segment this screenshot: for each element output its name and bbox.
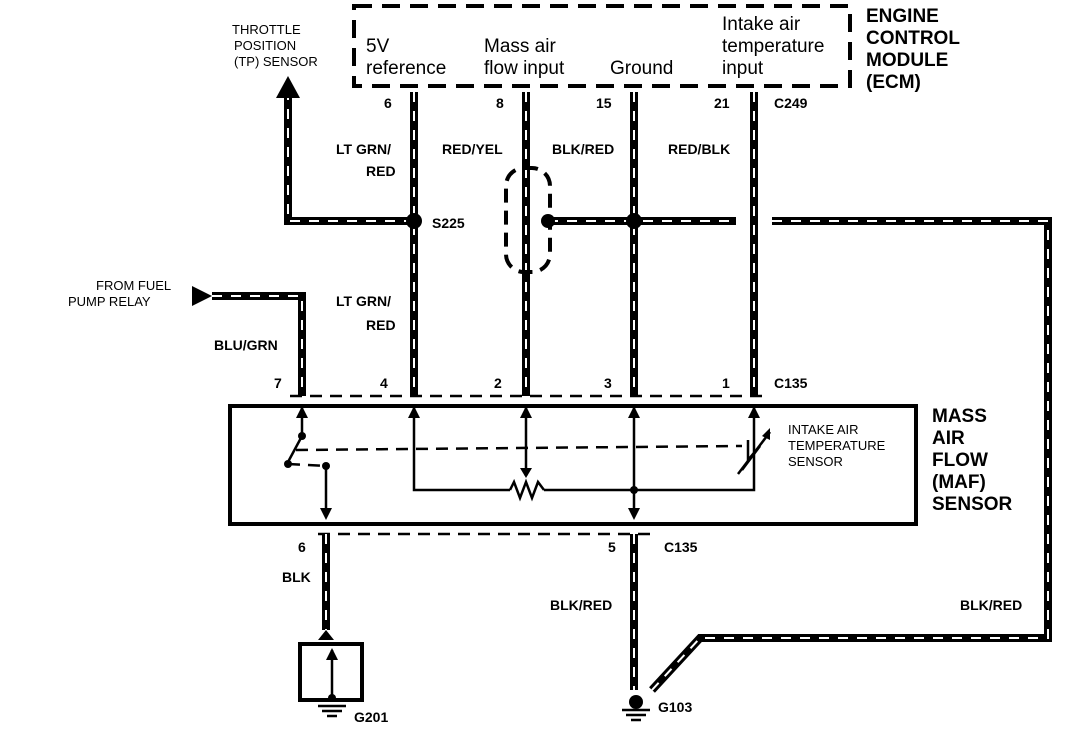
- ecm-pin-21-func-2: temperature: [722, 36, 824, 57]
- maf-top-pin-1: 1: [722, 375, 730, 391]
- tp-arrow: [276, 76, 300, 98]
- maf-internal-circuit: [284, 406, 771, 520]
- ecm-pin-6-func-2: reference: [366, 58, 446, 79]
- fuel-pump-arrow: [192, 286, 212, 306]
- g201-ground-icon: [318, 694, 346, 718]
- wire-label-lt-grn-red-2: RED: [366, 163, 396, 179]
- maf-title-1: MASS: [932, 406, 987, 427]
- ecm-box: [352, 4, 852, 88]
- ecm-pin-21: 21: [714, 95, 730, 111]
- maf-top-pin-3: 3: [604, 375, 612, 391]
- wire-tp-branch: [284, 96, 414, 225]
- ground-g103-label: G103: [658, 699, 692, 715]
- ecm-pin-15: 15: [596, 95, 612, 111]
- ecm-title-1: ENGINE: [866, 6, 939, 27]
- maf-top-connector-c135: C135: [774, 375, 808, 391]
- wire-ground-return: [649, 217, 1052, 693]
- ecm-pin-8-func: Mass air: [484, 36, 556, 57]
- wire-label-blk: BLK: [282, 569, 311, 585]
- ecm-pin-15-func: Ground: [610, 58, 673, 79]
- tp-sensor-label-3: (TP) SENSOR: [234, 54, 318, 69]
- ecm-pin-8: 8: [496, 95, 504, 111]
- maf-title-4: (MAF): [932, 472, 986, 493]
- wire-label-blk-red-ecm: BLK/RED: [552, 141, 614, 157]
- wire-label-lt-grn-red-lower-1: LT GRN/: [336, 293, 391, 309]
- splice-ground-dot: [626, 213, 642, 229]
- iat-label-1: INTAKE AIR: [788, 422, 859, 437]
- maf-top-pin-2: 2: [494, 375, 502, 391]
- ecm-title-4: (ECM): [866, 72, 921, 93]
- g103-ground-icon: [622, 695, 650, 722]
- maf-title-3: FLOW: [932, 450, 988, 471]
- splice-s225-label: S225: [432, 215, 465, 231]
- fuel-pump-label-2: PUMP RELAY: [68, 294, 151, 309]
- splice-s225-dot: [406, 213, 422, 229]
- ecm-pin-8-func-2: flow input: [484, 58, 565, 79]
- wire-label-lt-grn-red-lower-2: RED: [366, 317, 396, 333]
- iat-label-2: TEMPERATURE: [788, 438, 886, 453]
- tp-sensor-label-2: POSITION: [234, 38, 296, 53]
- ecm-pin-21-func-3: input: [722, 58, 764, 79]
- iat-label-3: SENSOR: [788, 454, 843, 469]
- ecm-title-2: CONTROL: [866, 28, 960, 49]
- maf-title-5: SENSOR: [932, 494, 1013, 515]
- ecm-connector-c249: C249: [774, 95, 808, 111]
- maf-bottom-pin-5: 5: [608, 539, 616, 555]
- ecm-pin-6: 6: [384, 95, 392, 111]
- maf-sensor-box: [228, 404, 918, 526]
- shield-oval: [504, 166, 552, 274]
- wire-label-red-blk: RED/BLK: [668, 141, 730, 157]
- maf-top-pin-7: 7: [274, 375, 282, 391]
- ecm-title-3: MODULE: [866, 50, 948, 71]
- wire-label-blu-grn: BLU/GRN: [214, 337, 278, 353]
- wire-label-lt-grn-red-1: LT GRN/: [336, 141, 391, 157]
- maf-top-pin-4: 4: [380, 375, 388, 391]
- ecm-pin-6-func: 5V: [366, 36, 390, 57]
- wire-label-blk-red-right: BLK/RED: [960, 597, 1022, 613]
- maf-title-2: AIR: [932, 428, 965, 449]
- maf-bottom-pin-6: 6: [298, 539, 306, 555]
- fuel-pump-label-1: FROM FUEL: [96, 278, 171, 293]
- tp-sensor-label-1: THROTTLE: [232, 22, 301, 37]
- wire-label-blk-red-bottom: BLK/RED: [550, 597, 612, 613]
- maf-bottom-connector-c135: C135: [664, 539, 698, 555]
- ecm-pin-21-func: Intake air: [722, 14, 801, 35]
- wire-label-red-yel: RED/YEL: [442, 141, 503, 157]
- ground-g201-label: G201: [354, 709, 388, 725]
